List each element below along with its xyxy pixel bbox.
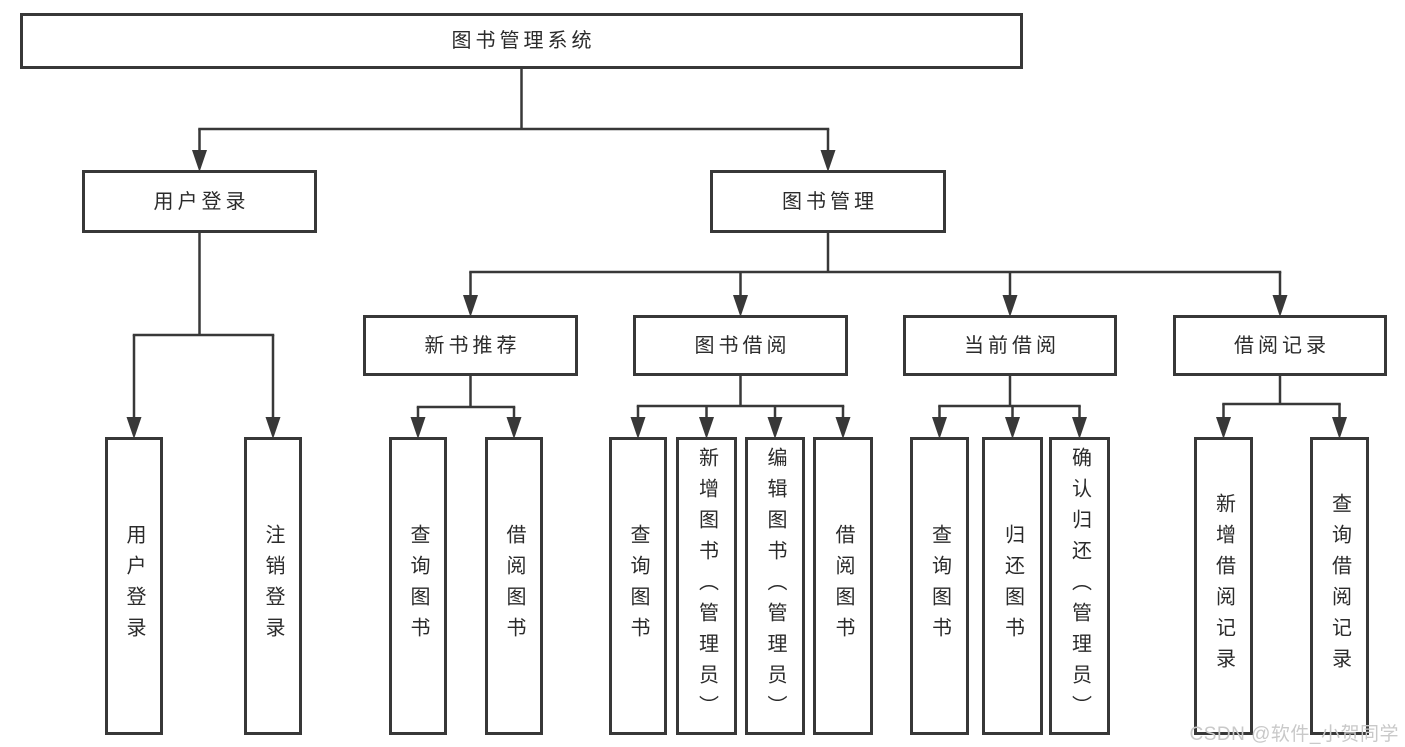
node-borrowing-records: 借阅记录 xyxy=(1173,315,1387,376)
arrowhead-icon xyxy=(767,417,783,439)
node-br-query-record: 查询借阅记录 xyxy=(1310,437,1369,735)
node-cb-return-book: 归还图书 xyxy=(982,437,1043,735)
node-label: 图书管理 xyxy=(782,190,878,213)
arrowhead-icon xyxy=(1005,417,1020,439)
node-label: 用户登录 xyxy=(153,190,250,213)
node-label: 图书借阅 xyxy=(694,334,791,357)
arrowhead-icon xyxy=(463,295,478,317)
arrowhead-icon xyxy=(126,417,142,439)
node-label: 新书推荐 xyxy=(424,334,521,357)
arrowhead-icon xyxy=(733,295,748,317)
node-label: 新增图书（管理员） xyxy=(695,446,718,726)
arrowhead-icon xyxy=(410,417,426,439)
node-label: 查询借阅记录 xyxy=(1328,493,1351,679)
node-bb-query-book: 查询图书 xyxy=(609,437,667,735)
arrowhead-icon xyxy=(1332,417,1347,439)
node-user-login-action: 用户登录 xyxy=(105,437,163,735)
node-label: 查询图书 xyxy=(627,524,649,648)
node-br-add-record: 新增借阅记录 xyxy=(1194,437,1253,735)
arrowhead-icon xyxy=(265,417,281,439)
arrowhead-icon xyxy=(1216,417,1231,439)
node-label: 注销登录 xyxy=(262,524,284,648)
node-nbr-borrow-book: 借阅图书 xyxy=(485,437,543,735)
arrowhead-icon xyxy=(1002,295,1018,317)
node-label: 图书管理系统 xyxy=(451,30,596,52)
node-book-borrowing: 图书借阅 xyxy=(633,315,848,376)
node-label: 当前借阅 xyxy=(964,334,1060,357)
arrowhead-icon xyxy=(1272,295,1288,317)
node-label: 编辑图书（管理员） xyxy=(764,446,786,726)
arrowhead-icon xyxy=(932,417,947,439)
node-bb-edit-book-admin: 编辑图书（管理员） xyxy=(745,437,805,735)
arrowhead-icon xyxy=(630,417,646,439)
node-nbr-query-book: 查询图书 xyxy=(389,437,447,735)
node-label: 查询图书 xyxy=(928,524,951,648)
node-label: 确认归还（管理员） xyxy=(1068,446,1091,726)
node-bb-borrow-book: 借阅图书 xyxy=(813,437,873,735)
node-label: 新增借阅记录 xyxy=(1212,493,1235,679)
arrowhead-icon xyxy=(506,417,522,439)
node-label: 借阅记录 xyxy=(1234,334,1330,357)
arrowhead-icon xyxy=(835,417,851,439)
node-bb-add-book-admin: 新增图书（管理员） xyxy=(676,437,737,735)
node-label: 借阅图书 xyxy=(503,524,525,648)
arrowhead-icon xyxy=(820,150,836,172)
node-user-login-module: 用户登录 xyxy=(82,170,317,233)
node-book-management: 图书管理 xyxy=(710,170,946,233)
node-cb-confirm-return: 确认归还（管理员） xyxy=(1049,437,1110,735)
node-cb-query-book: 查询图书 xyxy=(910,437,969,735)
node-logout-action: 注销登录 xyxy=(244,437,302,735)
node-label: 查询图书 xyxy=(407,524,429,648)
node-system-root: 图书管理系统 xyxy=(20,13,1023,69)
arrowhead-icon xyxy=(699,417,714,439)
arrowhead-icon xyxy=(192,150,207,172)
node-current-borrowing: 当前借阅 xyxy=(903,315,1117,376)
node-new-book-recommend: 新书推荐 xyxy=(363,315,578,376)
node-label: 用户登录 xyxy=(123,524,145,648)
arrowhead-icon xyxy=(1072,417,1087,439)
node-label: 归还图书 xyxy=(1001,524,1024,648)
node-label: 借阅图书 xyxy=(832,524,854,648)
